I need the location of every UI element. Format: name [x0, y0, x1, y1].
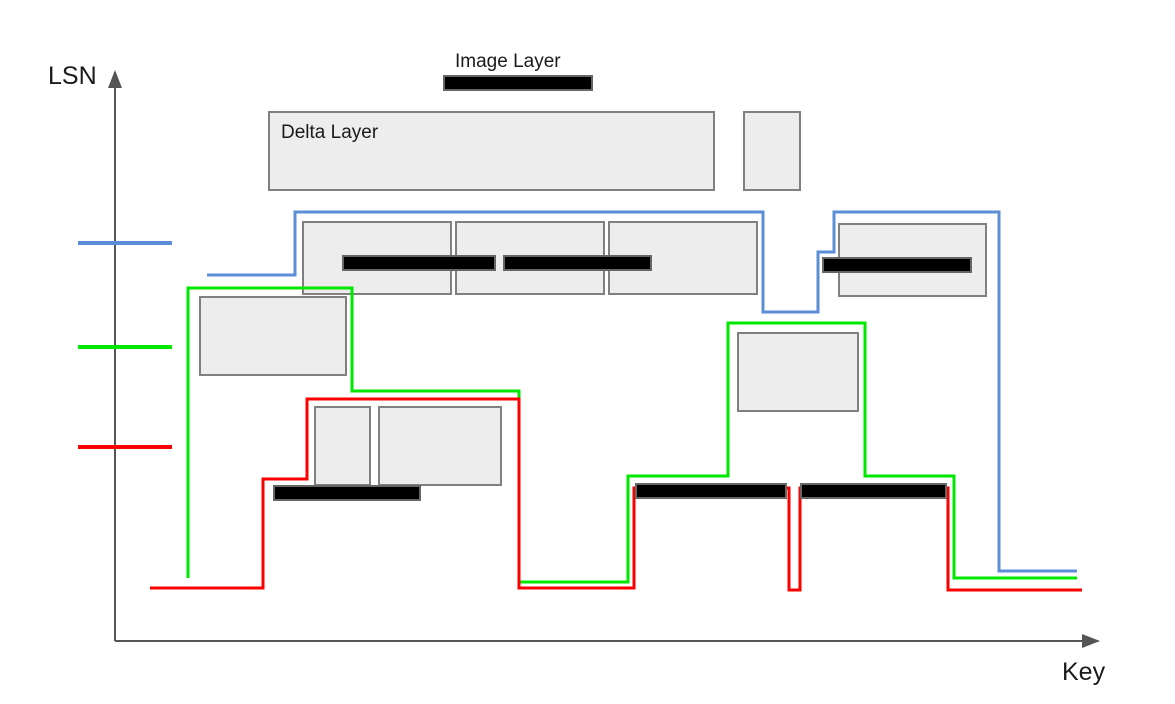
blue-box-3: [608, 221, 758, 295]
blue-bar-1: [342, 255, 496, 271]
key-range-bars: [273, 75, 972, 501]
image-layer-label: Image Layer: [455, 51, 561, 72]
delta-layer-box: [268, 111, 715, 191]
green-box-left: [199, 296, 347, 376]
red-bar-2: [635, 483, 787, 499]
axes: [108, 70, 1100, 648]
red-box-2: [378, 406, 502, 486]
green-box-mid: [737, 332, 859, 412]
green-lsn-boundary: [186, 286, 1077, 584]
delta-layer-label: Delta Layer: [281, 122, 379, 143]
blue-bar-3: [822, 257, 972, 273]
red-box-1: [314, 406, 371, 486]
layer-boxes: [199, 111, 987, 486]
delta-box-small-top: [743, 111, 801, 191]
red-bar-1: [273, 485, 421, 501]
x-axis-label: Key: [1062, 658, 1106, 686]
image-layer-bar: [443, 75, 593, 91]
y-axis-label: LSN: [48, 62, 97, 90]
blue-bar-2: [503, 255, 652, 271]
y-axis-ticks: [78, 241, 172, 449]
red-bar-3: [800, 483, 947, 499]
blue-lsn-boundary: [207, 210, 1077, 573]
